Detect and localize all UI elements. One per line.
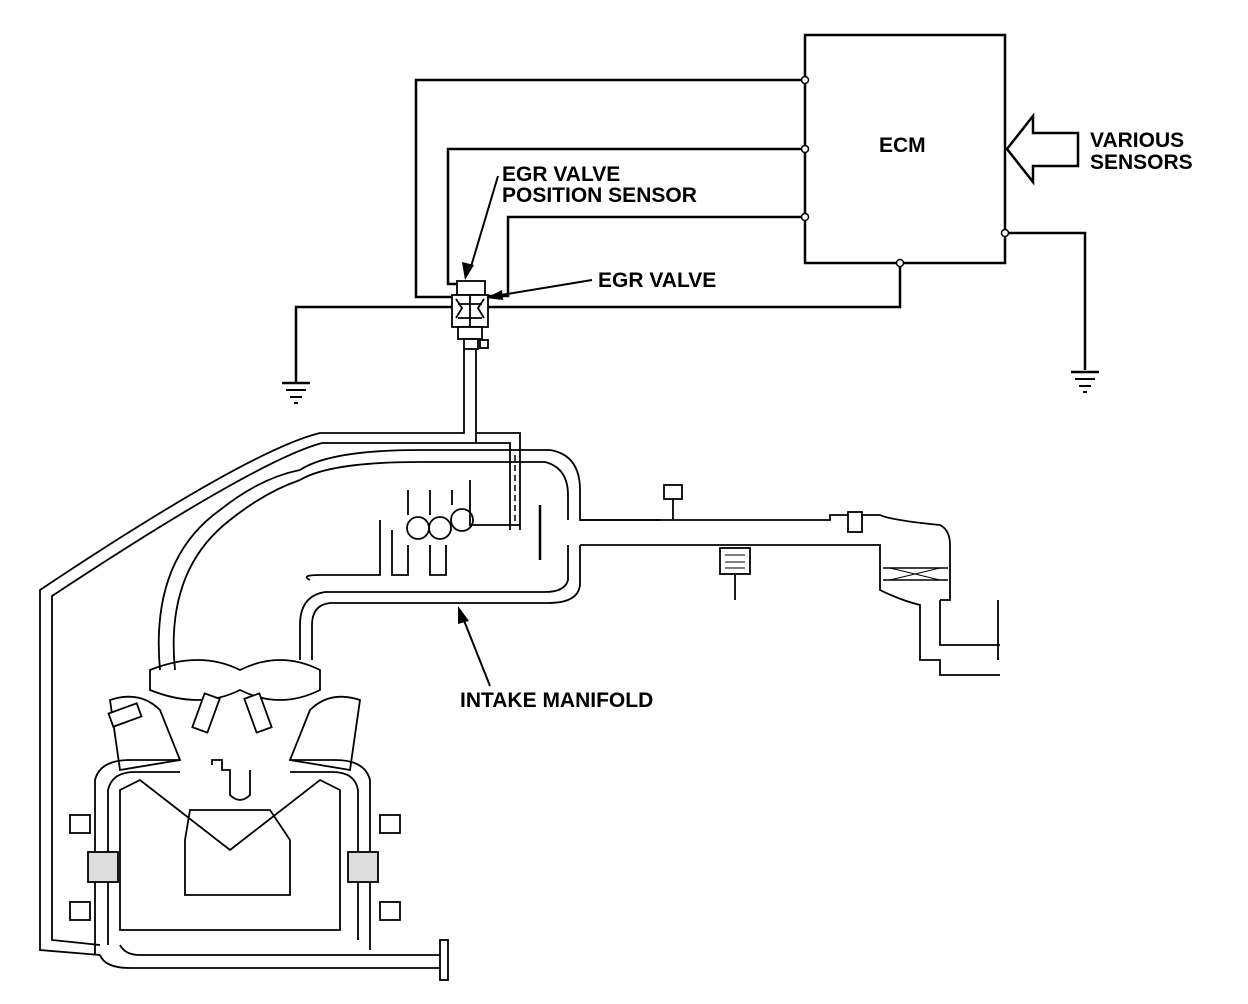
intake-manifold-label: INTAKE MANIFOLD — [460, 689, 653, 712]
ground-left-icon — [282, 381, 310, 404]
callout-egr-position-sensor: EGR VALVE POSITION SENSOR — [462, 163, 697, 280]
ecm-terminal-5 — [1000, 228, 1010, 238]
wire-ground-left — [294, 305, 460, 382]
ecm-label: ECM — [879, 134, 926, 157]
leader-arrow-icon — [458, 606, 469, 624]
various-sensors-label-line2: SENSORS — [1090, 151, 1193, 174]
egr-valve-label: EGR VALVE — [598, 269, 716, 292]
wiring-harness — [294, 75, 1087, 382]
leader-arrow-icon — [486, 290, 503, 300]
leader-arrow-icon — [462, 262, 474, 280]
wire-4 — [485, 263, 902, 309]
wire-ground-right — [1005, 231, 1087, 370]
input-arrow-icon — [1005, 112, 1080, 186]
duct-sensor-3 — [847, 511, 863, 533]
ecm-terminal-2 — [800, 144, 810, 154]
callout-egr-valve: EGR VALVE — [486, 269, 716, 300]
ecm-terminal-1 — [800, 75, 810, 85]
catalytic-converter-right — [347, 851, 379, 883]
egr-position-sensor-label-line1: EGR VALVE — [502, 163, 620, 186]
ecm-box — [803, 33, 1007, 265]
various-sensors-input: VARIOUS SENSORS — [1005, 112, 1193, 186]
egr-valve-assembly — [451, 280, 489, 350]
engine-block — [69, 659, 449, 981]
wire-2 — [446, 147, 805, 286]
ecm-module: ECM — [803, 33, 1007, 265]
catalytic-converter-left — [87, 851, 119, 883]
callout-intake-manifold: INTAKE MANIFOLD — [458, 606, 653, 712]
duct-sensor-2 — [719, 547, 751, 575]
egr-position-sensor-body — [456, 280, 486, 296]
egr-valve-base — [457, 326, 483, 340]
egr-position-sensor-label-line2: POSITION SENSOR — [502, 184, 697, 207]
intake-manifold — [157, 449, 1000, 676]
ground-right-icon — [1071, 370, 1099, 393]
duct-sensor-1 — [663, 484, 683, 500]
ecm-terminal-4 — [895, 258, 905, 268]
ecm-terminal-3 — [800, 212, 810, 222]
various-sensors-label-line1: VARIOUS — [1090, 129, 1184, 152]
wire-1 — [414, 78, 805, 299]
egr-pipe — [39, 349, 521, 956]
